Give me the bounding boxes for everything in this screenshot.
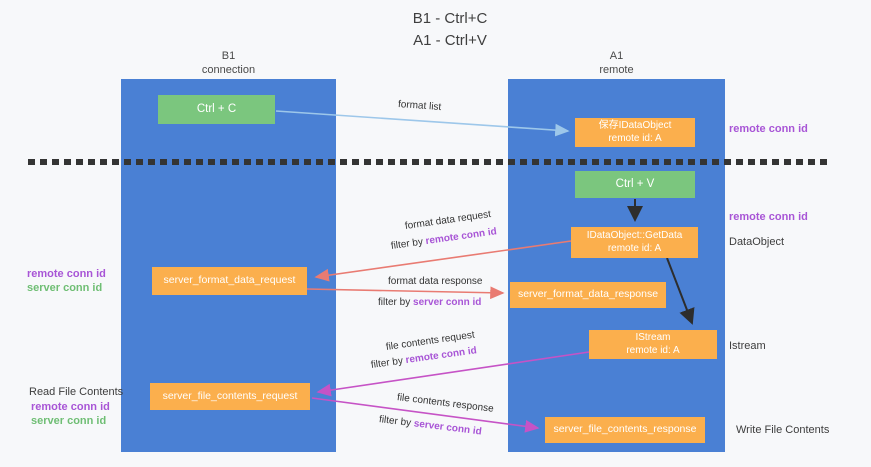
right-remote-conn-id-label-2: remote conn id [729, 211, 808, 223]
left-remote-conn-id-label-2: remote conn id [31, 401, 110, 413]
left-column-name: B1 [221, 50, 236, 62]
arrow-format-data-request [314, 240, 572, 282]
getdata-line1: IDataObject::GetData [586, 230, 683, 241]
getdata-line2: remote id: A [607, 242, 662, 254]
title-line-2: A1 - Ctrl+V [413, 31, 487, 49]
server-format-data-request-label: server_format_data_request [163, 274, 296, 287]
filter-by-prefix: filter by [378, 297, 414, 308]
arrow-file-contents-request [316, 351, 590, 397]
right-column-header: A1 remote [508, 50, 725, 78]
save-idataobject-line1: 保存IDataObject [598, 120, 672, 131]
filter-key: server conn id [413, 297, 482, 308]
left-remote-conn-id-label-1: remote conn id [27, 268, 106, 280]
istream-box: IStream remote id: A [589, 330, 717, 359]
server-file-contents-request-label: server_file_contents_request [162, 389, 298, 402]
right-remote-conn-id-label-1: remote conn id [729, 123, 808, 135]
arrow-format-data-response [306, 286, 505, 300]
getdata-box: IDataObject::GetData remote id: A [571, 227, 698, 258]
arrow-format-list [275, 110, 570, 137]
server-file-contents-response-box: server_file_contents_response [545, 417, 705, 443]
server-file-contents-response-label: server_file_contents_response [553, 423, 697, 436]
format-data-response-label: format data response [388, 276, 483, 287]
left-server-conn-id-label-1: server conn id [27, 282, 103, 294]
right-column-name: A1 [609, 50, 624, 62]
arrow-getdata-to-istream [666, 257, 695, 325]
diagram-title: B1 - Ctrl+C A1 - Ctrl+V [350, 8, 550, 52]
server-file-contents-request-box: server_file_contents_request [150, 383, 310, 410]
server-format-data-response-label: server_format_data_response [517, 288, 659, 301]
istream-line1: IStream [635, 332, 671, 343]
filter-by-server-conn-id-label-1: filter by server conn id [378, 297, 481, 308]
server-format-data-response-box: server_format_data_response [510, 282, 666, 308]
istream-side-label: Istream [729, 340, 766, 352]
left-column-header: B1 connection [121, 50, 336, 78]
save-idataobject-box: 保存IDataObject remote id: A [575, 118, 695, 147]
dataobject-label: DataObject [729, 236, 785, 248]
right-column-subtitle: remote [599, 63, 634, 76]
arrow-file-contents-response [311, 397, 540, 433]
ctrl-c-box: Ctrl + C [158, 95, 275, 124]
ctrl-v-label: Ctrl + V [615, 178, 655, 191]
server-format-data-request-box: server_format_data_request [152, 267, 307, 295]
read-file-contents-label: Read File Contents [29, 386, 124, 398]
save-idataobject-line2: remote id: A [608, 132, 662, 144]
write-file-contents-label: Write File Contents [736, 424, 830, 436]
istream-line2: remote id: A [626, 344, 680, 356]
left-server-conn-id-label-2: server conn id [31, 415, 107, 427]
left-column-subtitle: connection [201, 63, 256, 76]
ctrl-c-label: Ctrl + C [196, 103, 237, 116]
ctrl-v-box: Ctrl + V [575, 171, 695, 198]
dashed-separator-line [28, 159, 830, 165]
title-line-1: B1 - Ctrl+C [412, 10, 488, 27]
